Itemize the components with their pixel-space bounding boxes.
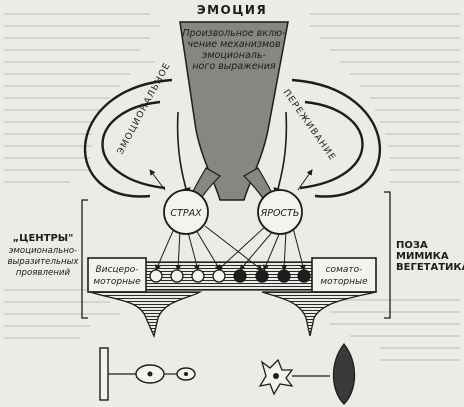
center-circle-open (212, 269, 226, 283)
output-funnels (89, 291, 377, 339)
svg-text:эмоциональ-: эмоциональ- (202, 50, 266, 61)
center-circle-open (191, 269, 205, 283)
node-fear: СТРАХ (163, 189, 209, 235)
center-circle-filled (233, 269, 247, 283)
node-rage: ЯРОСТЬ (257, 189, 303, 235)
somatomotor-label-2: моторные (320, 277, 368, 287)
svg-text:Произвольное вклю-: Произвольное вклю- (182, 28, 286, 39)
background-page-text (4, 13, 460, 361)
visceromotor-label-2: моторные (93, 277, 141, 287)
svg-text:чение механизмов: чение механизмов (187, 39, 281, 50)
center-circle-filled (255, 269, 269, 283)
arc-label-emotional: ЭМОЦИОНАЛЬНОЕ (116, 61, 173, 157)
node-connections (155, 223, 306, 271)
centers-label: „ЦЕНТРЫ" эмоционально- выразительных про… (7, 233, 79, 278)
skeletal-muscle-icon (332, 342, 356, 405)
svg-text:„ЦЕНТРЫ": „ЦЕНТРЫ" (13, 233, 74, 244)
neuron-icon (258, 358, 330, 396)
center-circle-filled (297, 269, 311, 283)
center-circles (149, 269, 311, 283)
svg-text:выразительных: выразительных (7, 257, 79, 267)
center-circle-open (170, 269, 184, 283)
center-circle-filled (277, 269, 291, 283)
left-bracket (81, 199, 88, 319)
svg-text:эмоционально-: эмоционально- (9, 246, 78, 256)
svg-text:ПОЗА: ПОЗА (396, 240, 428, 251)
title-emotion: ЭМОЦИЯ (197, 3, 267, 17)
svg-text:МИМИКА: МИМИКА (396, 251, 449, 262)
svg-text:ного выражения: ного выражения (192, 61, 276, 72)
svg-text:ВЕГЕТАТИКА: ВЕГЕТАТИКА (396, 262, 464, 273)
smooth-muscle-cell-icon (135, 364, 196, 384)
node-rage-label: ЯРОСТЬ (260, 208, 300, 219)
center-circle-open (149, 269, 163, 283)
funnel-shape (179, 21, 289, 201)
somatomotor-label: сомато- (326, 265, 363, 275)
node-fear-label: СТРАХ (170, 208, 202, 219)
svg-text:проявлений: проявлений (16, 268, 71, 278)
output-labels: ПОЗА МИМИКА ВЕГЕТАТИКА (396, 240, 464, 273)
vessel-icon (99, 347, 140, 401)
arc-label-experience: ПЕРЕЖИВАНИЕ (281, 88, 338, 163)
right-bracket (384, 191, 391, 319)
funnel-text: Произвольное вклю- чение механизмов эмоц… (182, 28, 286, 72)
visceromotor-label: Висцеро- (95, 265, 138, 275)
